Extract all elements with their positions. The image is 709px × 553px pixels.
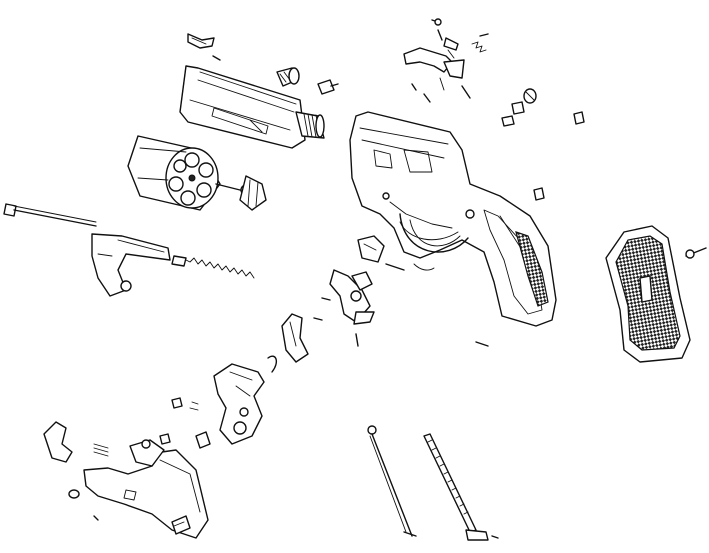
rear-sight-part — [187, 33, 215, 49]
screw-set-part — [511, 88, 585, 201]
barrel-shroud-part — [179, 65, 306, 149]
grip-panel-part — [605, 225, 707, 363]
frame-part — [349, 111, 557, 327]
trigger-part — [267, 313, 309, 373]
trigger-pin-part — [475, 341, 489, 347]
front-screw-part — [317, 79, 339, 95]
crane-part — [91, 233, 171, 297]
cylinder-stop-part — [159, 433, 171, 445]
hammer-strut-part — [313, 271, 373, 347]
hand-spring-part — [385, 263, 435, 271]
small-pins-part — [411, 83, 515, 127]
grip-serration-part — [515, 231, 549, 307]
mainspring-seat-part — [213, 363, 265, 445]
side-plate-screws-part — [68, 489, 191, 535]
latch-button-part — [43, 421, 73, 463]
barrel-nut-part — [276, 67, 300, 87]
small-pin-part — [212, 55, 221, 61]
firing-pin-rod-part — [367, 425, 417, 537]
center-pin-rod-part — [3, 203, 97, 227]
ejector-rod-part — [215, 175, 267, 211]
trigger-guard-part — [399, 213, 469, 253]
latch-spring-part — [471, 33, 489, 53]
side-plate-part — [83, 439, 209, 539]
coil-spring-part — [93, 443, 109, 457]
barrel-part — [295, 111, 325, 139]
latch-pin-part — [431, 18, 459, 59]
small-spring-part — [171, 397, 211, 449]
hand-part — [357, 235, 385, 263]
cylinder-part — [127, 135, 221, 211]
cylinder-latch-part — [403, 47, 465, 91]
crane-spring-part — [171, 255, 255, 279]
mainspring-guide-part — [423, 433, 499, 541]
hammer-part — [329, 269, 375, 325]
